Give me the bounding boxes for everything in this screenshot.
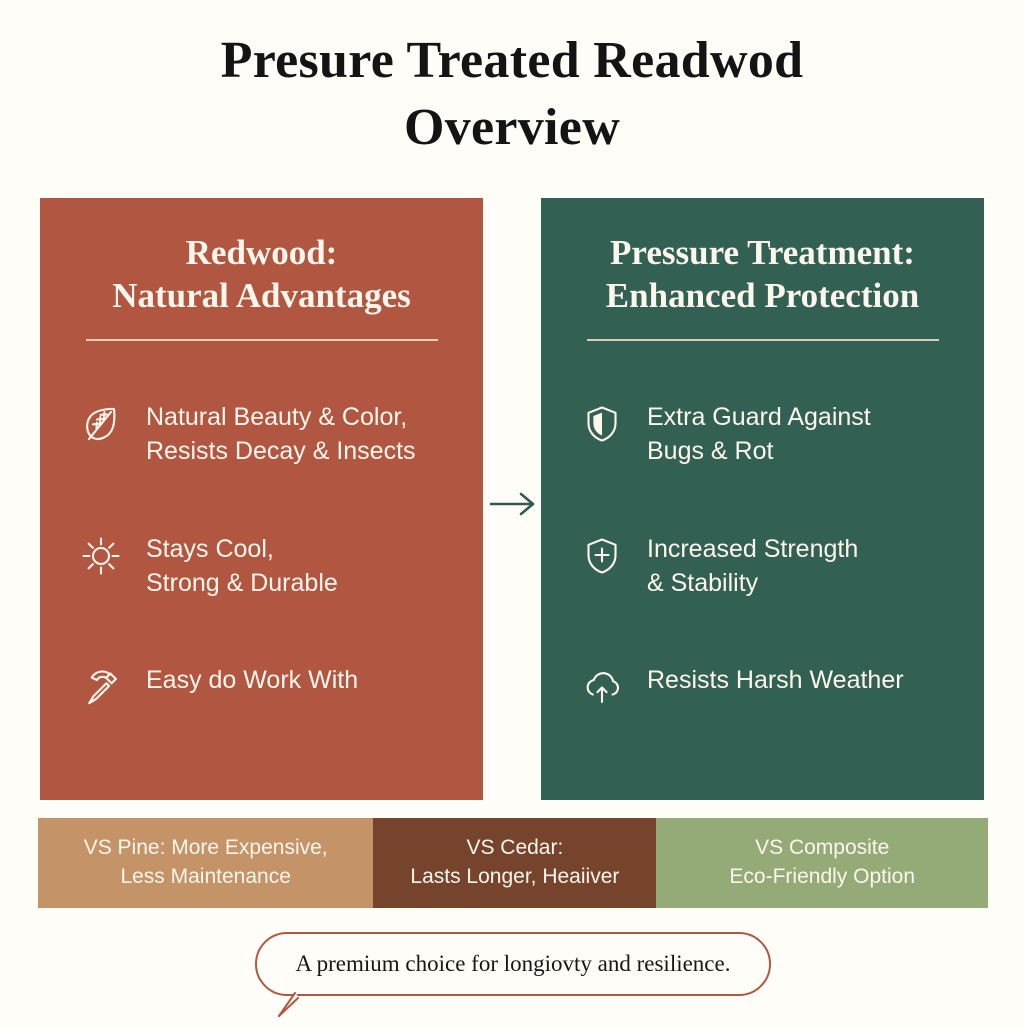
list-item: Increased Strength & Stability bbox=[567, 531, 958, 601]
right-panel-title-line-2: Enhanced Protection bbox=[605, 275, 920, 315]
right-panel-pressure-treatment: Pressure Treatment: Enhanced Protection … bbox=[541, 198, 984, 800]
hammer-icon bbox=[78, 664, 124, 710]
list-item: Resists Harsh Weather bbox=[567, 662, 958, 710]
right-panel-title: Pressure Treatment: Enhanced Protection bbox=[567, 232, 958, 317]
left-panel-title-line-1: Redwood: bbox=[185, 233, 338, 272]
page-title: Presure Treated Readwod Overview bbox=[0, 28, 1024, 161]
shield-icon bbox=[579, 401, 625, 447]
list-item-label-line-1: Easy do Work With bbox=[146, 666, 359, 695]
comparison-segment-cedar-line-2: Lasts Longer, Heaiiver bbox=[410, 865, 620, 888]
list-item-label-line-1: Increased Strength bbox=[647, 534, 859, 563]
right-panel-divider bbox=[586, 339, 939, 342]
comparison-bar: VS Pine: More Expensive, Less Maintenanc… bbox=[38, 818, 988, 908]
comparison-segment-cedar: VS Cedar: Lasts Longer, Heaiiver bbox=[373, 818, 657, 908]
list-item: Natural Beauty & Color, Resists Decay & … bbox=[66, 399, 457, 469]
right-panel-title-line-1: Pressure Treatment: bbox=[610, 233, 915, 272]
list-item-label: Increased Strength & Stability bbox=[647, 531, 858, 601]
footer-bubble-text: A premium choice for longiovty and resil… bbox=[295, 951, 731, 976]
panels-container: Redwood: Natural Advantages Natural Beau… bbox=[40, 198, 984, 800]
list-item-label: Resists Harsh Weather bbox=[647, 662, 904, 698]
list-item-label-line-1: Extra Guard Against bbox=[647, 403, 871, 432]
comparison-segment-pine: VS Pine: More Expensive, Less Maintenanc… bbox=[38, 818, 374, 908]
page-title-line-1: Presure Treated Readwod bbox=[220, 32, 804, 89]
list-item-label: Stays Cool, Strong & Durable bbox=[146, 531, 338, 601]
list-item-label: Easy do Work With bbox=[146, 662, 358, 698]
list-item: Stays Cool, Strong & Durable bbox=[66, 531, 457, 601]
shield-plus-icon bbox=[579, 533, 625, 579]
speech-bubble-tail-icon bbox=[273, 978, 317, 1022]
comparison-segment-composite-line-1: VS Composite bbox=[755, 836, 890, 860]
list-item-label-line-1: Natural Beauty & Color, bbox=[146, 403, 408, 432]
comparison-segment-composite-line-2: Eco-Friendly Option bbox=[729, 865, 915, 888]
list-item-label-line-1: Resists Harsh Weather bbox=[647, 666, 904, 695]
comparison-segment-pine-line-1: VS Pine: More Expensive, bbox=[83, 836, 328, 860]
footer-speech-bubble: A premium choice for longiovty and resil… bbox=[255, 932, 771, 1017]
list-item: Extra Guard Against Bugs & Rot bbox=[567, 399, 958, 469]
left-panel-items: Natural Beauty & Color, Resists Decay & … bbox=[66, 399, 457, 710]
left-panel-title: Redwood: Natural Advantages bbox=[66, 232, 457, 317]
list-item-label: Extra Guard Against Bugs & Rot bbox=[647, 399, 871, 469]
sun-icon bbox=[78, 533, 124, 579]
cloud-upload-icon bbox=[579, 664, 625, 710]
arrow-right-icon bbox=[487, 487, 539, 521]
page-title-line-2: Overview bbox=[403, 98, 621, 156]
list-item-label-line-1: Stays Cool, bbox=[146, 534, 274, 563]
footer-bubble-body: A premium choice for longiovty and resil… bbox=[255, 932, 771, 996]
left-panel-divider bbox=[85, 339, 438, 342]
comparison-segment-cedar-line-1: VS Cedar: bbox=[466, 836, 564, 860]
right-panel-items: Extra Guard Against Bugs & Rot Increased… bbox=[567, 399, 958, 710]
left-panel-title-line-2: Natural Advantages bbox=[112, 275, 411, 315]
list-item-label: Natural Beauty & Color, Resists Decay & … bbox=[146, 399, 416, 469]
list-item-label-line-2: Resists Decay & Insects bbox=[146, 437, 416, 466]
list-item-label-line-2: & Stability bbox=[647, 568, 759, 597]
list-item-label-line-2: Bugs & Rot bbox=[647, 437, 774, 466]
list-item: Easy do Work With bbox=[66, 662, 457, 710]
leaf-icon bbox=[78, 401, 124, 447]
comparison-segment-pine-line-2: Less Maintenance bbox=[120, 865, 291, 888]
left-panel-redwood: Redwood: Natural Advantages Natural Beau… bbox=[40, 198, 483, 800]
list-item-label-line-2: Strong & Durable bbox=[146, 568, 338, 597]
comparison-segment-composite: VS Composite Eco-Friendly Option bbox=[656, 818, 988, 908]
